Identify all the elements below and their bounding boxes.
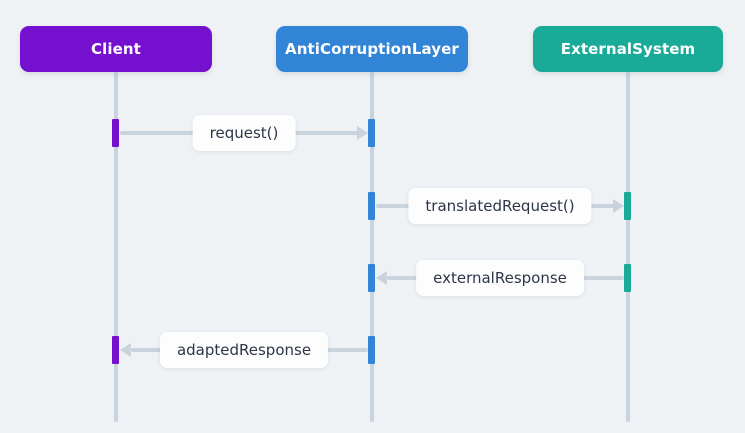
- message-label-adapted-response[interactable]: adaptedResponse: [159, 332, 329, 368]
- activation-bar-anticorruptionlayer-4: [368, 336, 375, 364]
- participant-client[interactable]: Client: [20, 26, 212, 72]
- activation-bar-externalsystem-1: [624, 192, 631, 220]
- participant-anticorruptionlayer[interactable]: AntiCorruptionLayer: [276, 26, 468, 72]
- participant-externalsystem[interactable]: ExternalSystem: [533, 26, 723, 72]
- activation-bar-anticorruptionlayer-1: [368, 119, 375, 147]
- lifeline-client: [114, 72, 118, 422]
- activation-bar-anticorruptionlayer-2: [368, 192, 375, 220]
- lifeline-anticorruptionlayer: [370, 72, 374, 422]
- message-label-request[interactable]: request(): [192, 115, 296, 151]
- message-arrowhead-request: [357, 126, 368, 140]
- message-label-external-response[interactable]: externalResponse: [416, 260, 584, 296]
- message-arrowhead-adapted-response: [120, 343, 131, 357]
- lifeline-externalsystem: [626, 72, 630, 422]
- activation-bar-externalsystem-2: [624, 264, 631, 292]
- participant-externalsystem-label: ExternalSystem: [560, 40, 696, 58]
- activation-bar-client-1: [112, 119, 119, 147]
- message-label-translated-request[interactable]: translatedRequest(): [408, 188, 592, 224]
- participant-client-label: Client: [91, 40, 141, 58]
- message-arrowhead-translated-request: [613, 199, 624, 213]
- activation-bar-anticorruptionlayer-3: [368, 264, 375, 292]
- participant-anticorruptionlayer-label: AntiCorruptionLayer: [285, 40, 459, 58]
- message-arrowhead-external-response: [376, 271, 387, 285]
- activation-bar-client-2: [112, 336, 119, 364]
